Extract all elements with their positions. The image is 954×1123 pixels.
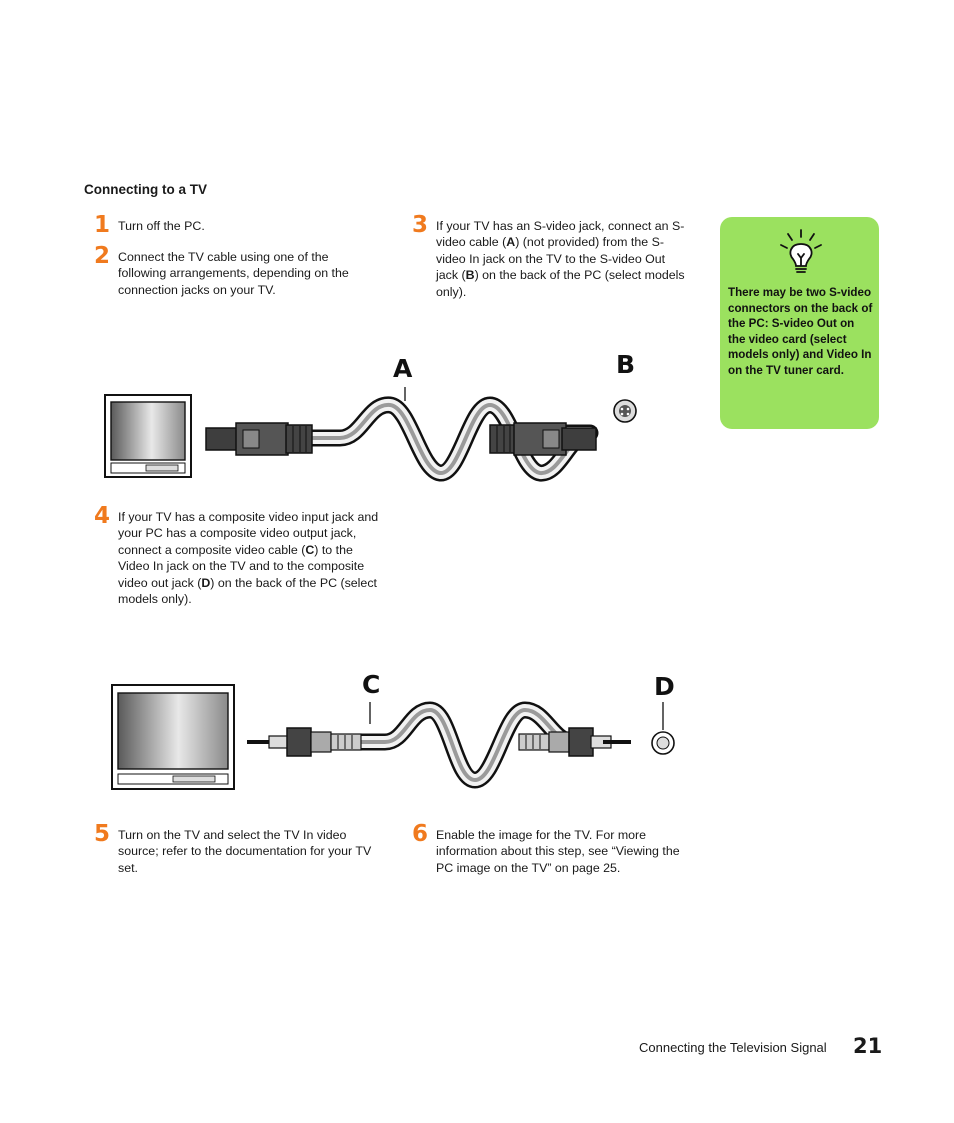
tip-text: There may be two S-video connectors on t…: [728, 286, 873, 377]
svideo-connection-diagram: [104, 387, 637, 482]
step-number-2: 2: [94, 243, 111, 269]
svideo-jack: [613, 399, 637, 423]
lightbulb-icon: [780, 229, 822, 273]
tip-box: There may be two S-video connectors on t…: [720, 217, 879, 429]
rca-plug-left: [247, 727, 362, 757]
step-number-5: 5: [94, 821, 111, 847]
composite-cable: [360, 701, 582, 789]
step-number-3: 3: [412, 212, 429, 238]
svideo-cable: [310, 396, 599, 482]
svideo-plug-left: [205, 422, 313, 456]
step-text-5: Turn on the TV and select the TV In vide…: [118, 828, 372, 875]
step-number-1: 1: [94, 212, 111, 238]
composite-connection-diagram: [111, 684, 675, 790]
section-heading: Connecting to a TV: [84, 182, 207, 197]
rca-plug-right: [518, 727, 631, 757]
step-text-1: Turn off the PC.: [118, 219, 205, 233]
label-c: C: [362, 670, 381, 699]
composite-jack: [651, 731, 675, 755]
step-text-4: If your TV has a composite video input j…: [118, 510, 379, 607]
label-d: D: [654, 672, 675, 701]
step-number-6: 6: [412, 821, 429, 847]
step-text-6: Enable the image for the TV. For more in…: [436, 828, 680, 875]
label-b: B: [616, 350, 636, 379]
step-text-3: If your TV has an S-video jack, connect …: [436, 219, 685, 299]
svideo-plug-right: [489, 422, 597, 456]
page-number: 21: [853, 1034, 883, 1058]
footer-section-title: Connecting the Television Signal: [639, 1040, 827, 1055]
label-a: A: [393, 354, 413, 383]
tv-icon: [104, 394, 192, 478]
step-text-2: Connect the TV cable using one of the fo…: [118, 250, 349, 297]
tv-icon: [111, 684, 235, 790]
step-number-4: 4: [94, 503, 111, 529]
